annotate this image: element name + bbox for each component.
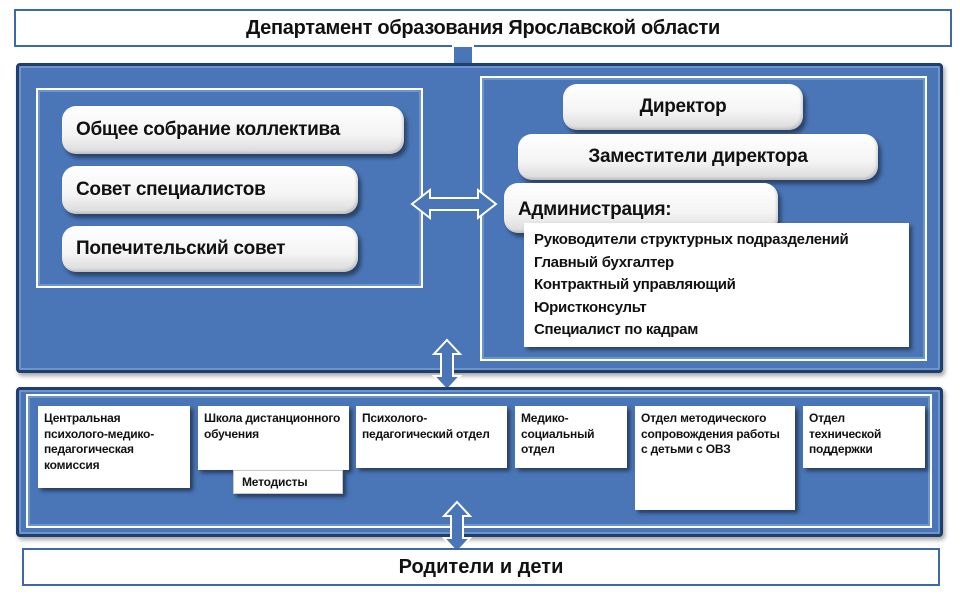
deputies-label: Заместители директора	[588, 146, 808, 167]
list-item: Контрактный управляющий	[534, 276, 736, 293]
board-of-trustees-box: Попечительский совет	[62, 226, 358, 272]
department-card-psych-ped: Психолого-педагогический отдел	[356, 406, 507, 468]
departments-frame	[26, 394, 932, 528]
department-card-tech-support: Отдел технической поддержки	[803, 406, 925, 468]
list-item: Главный бухгалтер	[534, 253, 674, 271]
administration-label: Администрация:	[518, 199, 672, 220]
department-card-ovz: Отдел методического сопровождения работы…	[635, 406, 795, 510]
methodists-label: Методисты	[242, 475, 308, 489]
department-label: Медико-социальный отдел	[521, 411, 595, 456]
footer-title: Родители и дети	[398, 555, 564, 578]
department-label: Психолого-педагогический отдел	[362, 411, 490, 441]
governance-frame	[36, 88, 423, 288]
general-meeting-box: Общее собрание коллектива	[62, 106, 404, 154]
general-meeting-label: Общее собрание коллектива	[76, 119, 340, 140]
double-arrow-horizontal-icon	[410, 187, 498, 221]
department-card-pmpk: Центральная психолого-медико-педагогичес…	[38, 406, 190, 488]
director-label: Директор	[639, 96, 727, 117]
department-label: Школа дистанционного обучения	[204, 411, 341, 441]
double-arrow-vertical-icon	[441, 500, 473, 554]
list-item: Руководители структурных подразделений	[534, 231, 849, 248]
specialists-council-box: Совет специалистов	[62, 166, 358, 214]
list-item: Юристконсульт	[534, 298, 647, 316]
administration-list: Руководители структурных подразделений Г…	[524, 223, 909, 347]
board-of-trustees-label: Попечительский совет	[76, 238, 286, 259]
deputies-box: Заместители директора	[518, 134, 878, 180]
director-box: Директор	[563, 84, 803, 130]
header-title: Департамент образования Ярославской обла…	[245, 16, 721, 39]
department-card-med-social: Медико-социальный отдел	[515, 406, 627, 468]
header-box: Департамент образования Ярославской обла…	[14, 9, 952, 47]
department-label: Центральная психолого-медико-педагогичес…	[44, 411, 154, 472]
double-arrow-vertical-icon	[431, 338, 463, 392]
list-item: Специалист по кадрам	[534, 321, 698, 338]
department-label: Отдел технической поддержки	[809, 411, 882, 456]
administration-frame	[480, 76, 927, 361]
department-label: Отдел методического сопровождения работы…	[641, 411, 780, 456]
department-card-distance-school: Школа дистанционного обучения	[198, 406, 349, 470]
specialists-council-label: Совет специалистов	[76, 179, 266, 200]
methodists-box: Методисты	[233, 470, 343, 494]
footer-box: Родители и дети	[22, 548, 940, 586]
